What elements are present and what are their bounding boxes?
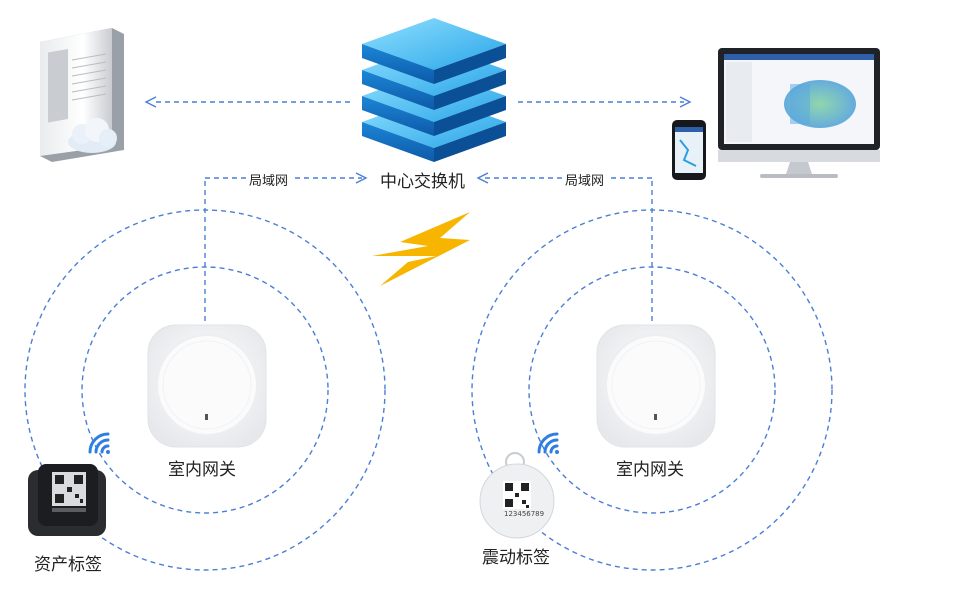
arrow-left-lan [355, 172, 368, 184]
arrowheads [144, 96, 692, 184]
asset-tag-label: 资产标签 [34, 555, 102, 575]
wifi-icon-left [88, 432, 110, 454]
arrow-right-lan [476, 172, 489, 184]
gateway-icon-left [147, 324, 267, 448]
phone-icon [672, 120, 706, 180]
lightning-icon [372, 212, 470, 286]
wifi-icon-right [537, 432, 559, 454]
gateway-label-right: 室内网关 [616, 460, 684, 480]
asset-tag-icon [28, 464, 106, 536]
vibration-tag-icon [479, 452, 555, 539]
center-switch-label: 中心交换机 [380, 172, 465, 192]
vibration-tag-label: 震动标签 [482, 548, 550, 568]
switch-icon [362, 18, 506, 162]
cloud-icon [68, 118, 117, 153]
arrow-monitor [679, 96, 692, 108]
monitor-icon [718, 48, 880, 178]
server-icon [40, 28, 124, 162]
gateway-icon-right [596, 324, 716, 448]
lan-label-right: 局域网 [562, 170, 608, 189]
arrow-server [144, 96, 157, 108]
tag-serial: 123456789 [504, 510, 545, 518]
gateway-label-left: 室内网关 [168, 460, 236, 480]
lan-label-left: 局域网 [246, 170, 292, 189]
